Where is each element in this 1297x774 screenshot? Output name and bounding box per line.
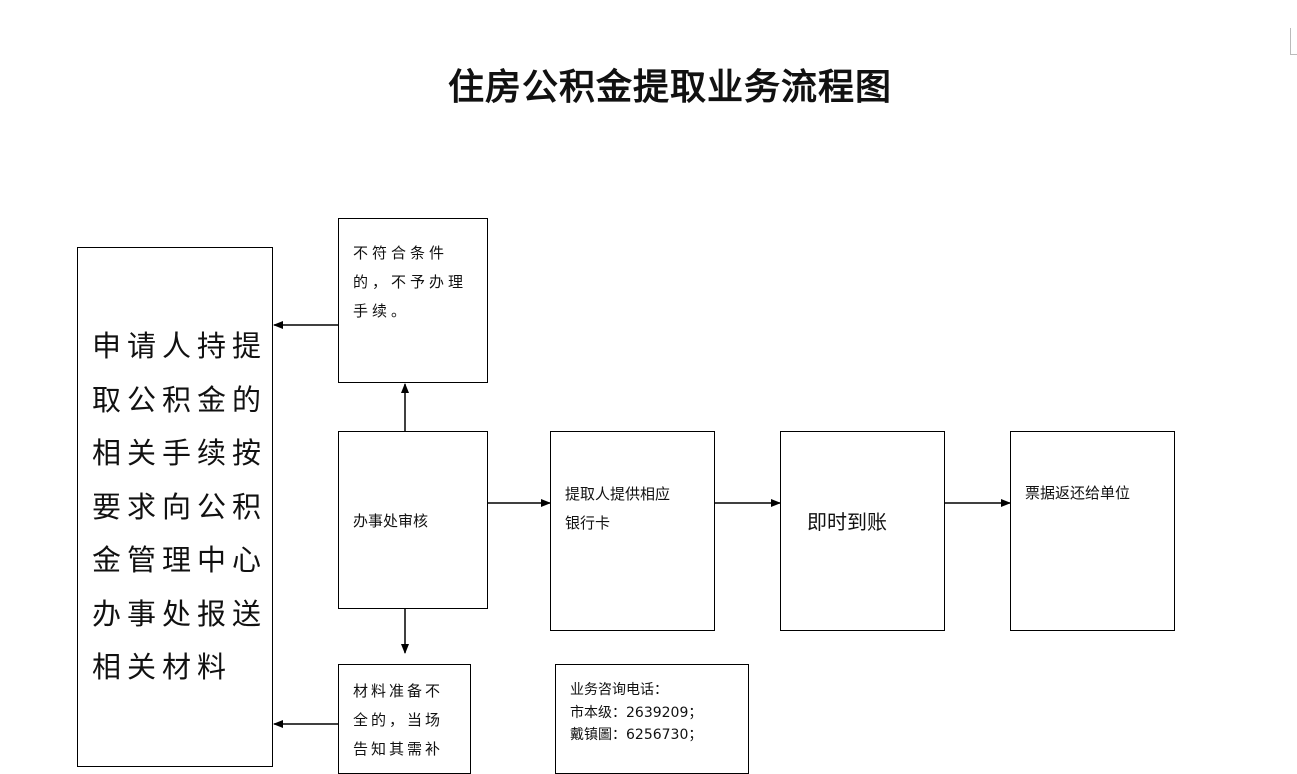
text-line: 手续。 bbox=[353, 302, 411, 320]
incomplete-materials-text: 材料准备不 全的，当场 告知其需补 bbox=[353, 677, 463, 764]
hotline-info-text: 业务咨询电话： 市本级：2639209； 戴镇圖：6256730； bbox=[570, 679, 702, 747]
text-line: 银行卡 bbox=[565, 514, 611, 532]
text-line: 办事处报送 bbox=[92, 596, 268, 631]
text-line: 全的，当场 bbox=[353, 711, 444, 729]
office-review-node: 办事处审核 bbox=[338, 431, 488, 609]
text-line: 申请人持提 bbox=[92, 329, 268, 363]
instant-credit-node: 即时到账 bbox=[780, 431, 945, 631]
office-review-text: 办事处审核 bbox=[353, 512, 429, 530]
reject-ineligible-node: 不符合条件 的，不予办理 手续。 bbox=[338, 218, 488, 383]
text-line: 的，不予办理 bbox=[353, 273, 468, 291]
text-line: 业务咨询电话： bbox=[570, 682, 668, 698]
text-line: 要求向公积 bbox=[92, 489, 268, 524]
applicant-submit-node: 申请人持提 取公积金的 相关手续按 要求向公积 金管理中心 办事处报送 相关材料 bbox=[77, 247, 273, 767]
receipt-return-node: 票据返还给单位 bbox=[1010, 431, 1175, 631]
hotline-info-box: 业务咨询电话： 市本级：2639209； 戴镇圖：6256730； bbox=[555, 664, 749, 774]
text-line: 相关手续按 bbox=[92, 436, 268, 470]
text-line: 告知其需补 bbox=[353, 740, 444, 758]
applicant-submit-text: 申请人持提 取公积金的 相关手续按 要求向公积 金管理中心 办事处报送 相关材料 bbox=[92, 320, 268, 695]
text-line: 材料准备不 bbox=[353, 682, 444, 700]
incomplete-materials-node: 材料准备不 全的，当场 告知其需补 bbox=[338, 664, 471, 774]
text-line: 提取人提供相应 bbox=[565, 485, 671, 503]
receipt-return-text: 票据返还给单位 bbox=[1025, 484, 1131, 502]
flow-connectors bbox=[273, 321, 1011, 728]
diagram-title: 住房公积金提取业务流程图 bbox=[447, 67, 892, 108]
page-corner-mark bbox=[1290, 28, 1297, 55]
text-line: 金管理中心 bbox=[92, 543, 268, 577]
text-line: 市本级：2639209； bbox=[570, 704, 703, 721]
text-line: 不符合条件 bbox=[353, 244, 449, 262]
provide-bank-card-node: 提取人提供相应 银行卡 bbox=[550, 431, 715, 631]
provide-bank-card-text: 提取人提供相应 银行卡 bbox=[565, 480, 710, 538]
text-line: 取公积金的 bbox=[92, 382, 268, 417]
text-line: 相关材料 bbox=[92, 650, 233, 684]
reject-ineligible-text: 不符合条件 的，不予办理 手续。 bbox=[353, 239, 478, 326]
instant-credit-text: 即时到账 bbox=[807, 510, 887, 534]
text-line: 戴镇圖：6256730； bbox=[570, 727, 703, 743]
